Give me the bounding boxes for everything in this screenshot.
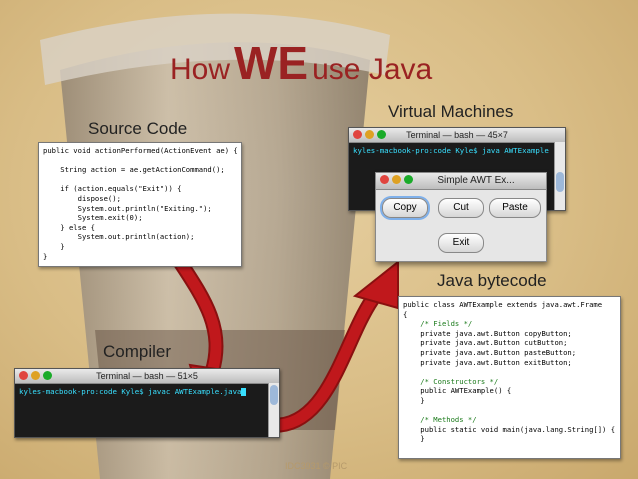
label-java-bytecode: Java bytecode <box>437 271 547 290</box>
zoom-icon[interactable] <box>43 371 52 380</box>
close-icon[interactable] <box>380 175 389 184</box>
vm-terminal-command: kyles-macbook-pro:code Kyle$ java AWTExa… <box>353 146 549 155</box>
vm-terminal-title: Terminal — bash — 45×7 <box>406 130 508 140</box>
minimize-icon[interactable] <box>365 130 374 139</box>
title-use-java: use Java <box>312 53 433 86</box>
bytecode-line: /* Methods */ <box>403 415 477 425</box>
source-code-line <box>43 156 239 166</box>
bytecode-line <box>403 406 618 416</box>
minimize-icon[interactable] <box>31 371 40 380</box>
compiler-terminal-command-line: kyles-macbook-pro:code Kyle$ javac AWTEx… <box>15 384 279 399</box>
awt-example-window: Simple AWT Ex... Copy Cut Paste Exit <box>375 172 547 262</box>
footer-credit: IDC3931 © PIC <box>285 461 348 471</box>
bytecode-line: } <box>403 395 425 405</box>
exit-button[interactable]: Exit <box>438 233 484 253</box>
compiler-terminal-window: Terminal — bash — 51×5 kyles-macbook-pro… <box>14 368 280 438</box>
source-code-line: } <box>43 241 65 251</box>
source-code-line: System.out.println("Exiting."); <box>43 203 212 213</box>
title-we: WE <box>234 37 309 89</box>
compiler-terminal-command: kyles-macbook-pro:code Kyle$ javac AWTEx… <box>19 387 242 396</box>
compiler-terminal-scrollbar[interactable] <box>268 383 279 437</box>
close-icon[interactable] <box>19 371 28 380</box>
zoom-icon[interactable] <box>377 130 386 139</box>
bytecode-line: private java.awt.Button exitButton; <box>403 357 572 367</box>
title-how: How <box>170 53 231 86</box>
bytecode-line: public static void main(java.lang.String… <box>403 424 616 434</box>
bytecode-line: private java.awt.Button pasteButton; <box>403 347 577 357</box>
source-code-line: System.out.println(action); <box>43 232 195 242</box>
bytecode-line: private java.awt.Button copyButton; <box>403 328 572 338</box>
source-code-line: System.exit(0); <box>43 213 143 223</box>
bytecode-line: { <box>403 309 408 319</box>
awt-titlebar: Simple AWT Ex... <box>376 173 546 190</box>
bytecode-line: /* Constructors */ <box>403 376 499 386</box>
awt-window-title: Simple AWT Ex... <box>437 175 515 186</box>
bytecode-line: /* Fields */ <box>403 319 473 329</box>
copy-button[interactable]: Copy <box>382 198 428 218</box>
label-source-code: Source Code <box>88 119 188 138</box>
bytecode-line: public class AWTExample extends java.awt… <box>403 300 603 309</box>
source-code-line <box>43 175 239 185</box>
label-virtual-machines: Virtual Machines <box>388 102 514 121</box>
arrow-head-up <box>352 259 399 310</box>
source-code-line: } <box>43 251 48 261</box>
close-icon[interactable] <box>353 130 362 139</box>
paste-button[interactable]: Paste <box>489 198 541 218</box>
bytecode-line: public AWTExample() { <box>403 386 512 396</box>
source-code-line: } else { <box>43 222 95 232</box>
terminal-cursor <box>241 388 247 396</box>
vm-terminal-scrollbar[interactable] <box>554 142 565 210</box>
cut-button[interactable]: Cut <box>438 198 484 218</box>
bytecode-line: private java.awt.Button cutButton; <box>403 338 568 348</box>
zoom-icon[interactable] <box>404 175 413 184</box>
vm-terminal-titlebar: Terminal — bash — 45×7 <box>349 128 565 143</box>
source-code-line: public void actionPerformed(ActionEvent … <box>43 146 238 155</box>
minimize-icon[interactable] <box>392 175 401 184</box>
source-code-line: String action = ae.getActionCommand(); <box>43 165 225 175</box>
source-code-line: if (action.equals("Exit")) { <box>43 184 182 194</box>
source-code-line: dispose(); <box>43 193 121 203</box>
bytecode-panel: public class AWTExample extends java.awt… <box>398 296 621 459</box>
bytecode-line: } <box>403 434 425 444</box>
bytecode-line <box>403 367 618 377</box>
label-compiler: Compiler <box>103 342 172 361</box>
source-code-panel: public void actionPerformed(ActionEvent … <box>38 142 242 267</box>
compiler-terminal-title: Terminal — bash — 51×5 <box>96 371 198 381</box>
compiler-terminal-titlebar: Terminal — bash — 51×5 <box>15 369 279 384</box>
